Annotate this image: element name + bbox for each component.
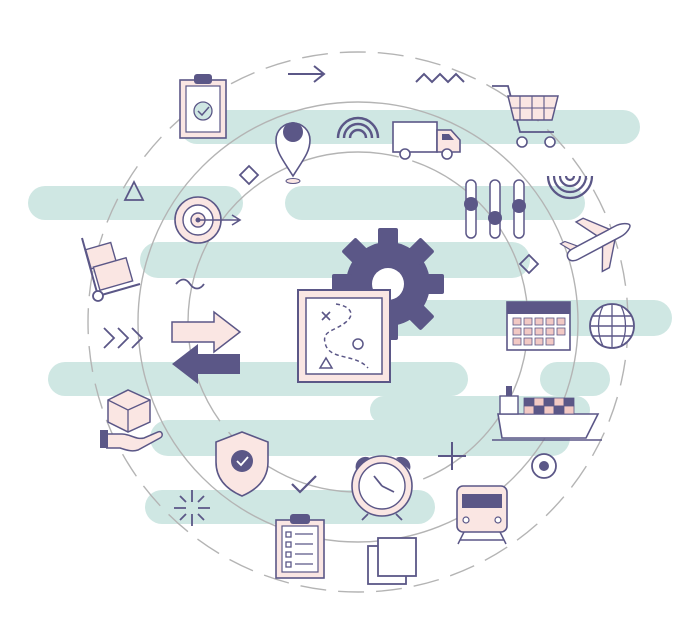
sparkle-icon (174, 490, 210, 526)
clipboard-check-icon (179, 74, 227, 139)
target-icon (174, 196, 242, 244)
triangle-icon (123, 179, 145, 201)
rainbow-icon (336, 116, 380, 139)
calendar-icon (506, 301, 571, 351)
arrow-right-icon (288, 65, 326, 83)
sliders-icon (464, 179, 526, 239)
circle-dot-icon (531, 453, 557, 479)
diamond-icon (238, 164, 260, 186)
hand-truck-icon (81, 237, 141, 302)
location-pin-icon (275, 122, 311, 184)
diamond-icon (518, 253, 540, 275)
shield-check-icon (215, 431, 269, 497)
delivery-truck-icon (392, 121, 461, 160)
zigzag-icon (415, 72, 465, 84)
globe-icon (589, 303, 635, 349)
alarm-clock-icon (351, 455, 413, 521)
train-icon (456, 485, 508, 545)
radar-icon (546, 175, 594, 200)
checklist-icon (275, 514, 325, 579)
airplane-icon (559, 217, 631, 273)
check-icon (291, 475, 317, 494)
exchange-arrows-icon (171, 310, 242, 384)
cargo-ship-icon (492, 386, 602, 441)
middle-ring (137, 101, 579, 543)
treasure-map-icon (297, 289, 391, 383)
chevrons-right-icon (103, 327, 144, 349)
shopping-cart-icon (492, 85, 559, 148)
box-in-hand-icon (100, 389, 163, 452)
layers-squares-icon (367, 537, 417, 585)
plus-icon (438, 442, 466, 470)
wave-icon (175, 278, 205, 290)
